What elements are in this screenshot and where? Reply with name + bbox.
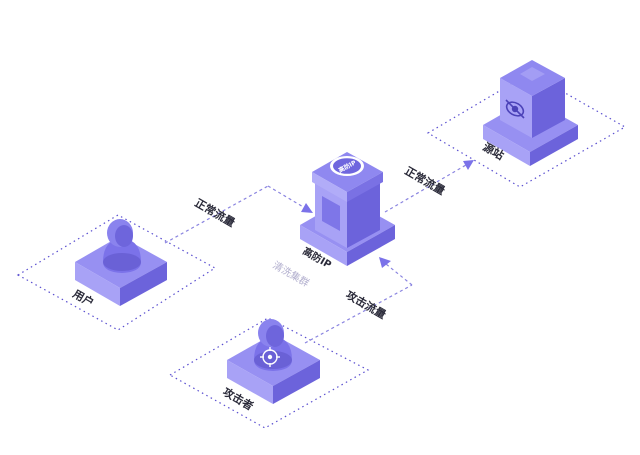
user-zone-frame <box>16 214 217 331</box>
attacker-node <box>227 319 320 404</box>
high-defense-badge: 高防IP <box>330 156 364 176</box>
user-node <box>75 219 167 306</box>
flow-user-to-highdef <box>164 185 313 244</box>
crosshair-icon <box>260 347 280 367</box>
edge-label-attacker-highdef: 攻击流量 <box>344 287 389 321</box>
flow-highdef-to-origin <box>384 160 474 213</box>
arrow-head-icon <box>301 203 313 213</box>
high-defense-ip-node: 高防IP <box>300 152 395 266</box>
arrow-head-icon <box>463 160 474 170</box>
origin-server-node <box>483 60 578 166</box>
arrow-head-icon <box>379 257 391 268</box>
flow-attacker-to-highdef <box>304 257 413 344</box>
edge-label-highdef-origin: 正常流量 <box>403 163 448 197</box>
cleaning-cluster-label: 清洗集群 <box>271 258 312 289</box>
user-icon <box>103 219 141 273</box>
attacker-icon <box>254 319 292 371</box>
hidden-eye-icon <box>505 99 525 119</box>
attacker-zone-frame <box>168 317 370 429</box>
